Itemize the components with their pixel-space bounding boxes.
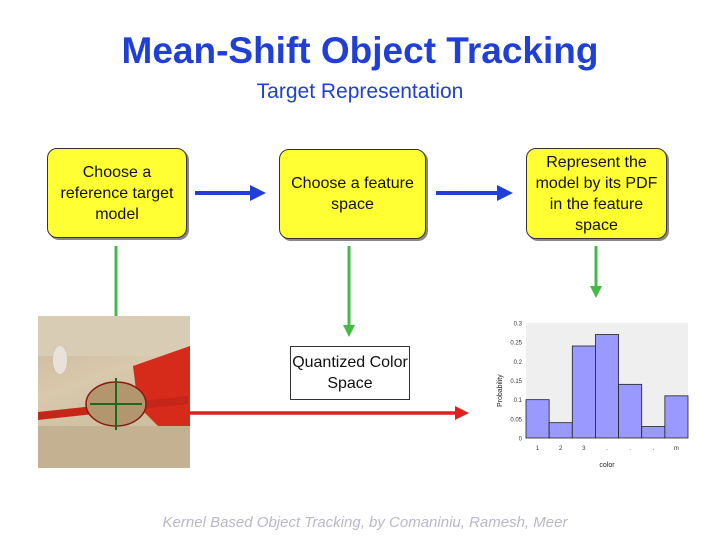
- credit-footer: Kernel Based Object Tracking, by Comanin…: [0, 514, 720, 531]
- step-box-feature-space: Choose a feature space: [279, 149, 426, 239]
- quantized-color-space-box: Quantized Color Space: [290, 346, 410, 400]
- chart-x-tick-label: 2: [559, 446, 563, 452]
- chart-y-axis-label: Probability: [497, 374, 504, 407]
- chart-y-tick-label: 0.2: [514, 360, 523, 366]
- chart-y-tick-label: 0.1: [514, 398, 523, 404]
- histogram-bar: [526, 400, 549, 438]
- step-box-reference-model: Choose a reference target model: [47, 148, 187, 238]
- chart-x-tick-label: 3: [582, 446, 586, 452]
- histogram-bar: [619, 384, 642, 438]
- chart-y-tick-label: 0: [519, 437, 523, 443]
- chart-y-tick-label: 0.05: [510, 417, 522, 423]
- step-box-pdf: Represent the model by its PDF in the fe…: [526, 148, 667, 239]
- histogram-bar: [549, 423, 572, 438]
- chart-x-tick-label: .: [652, 446, 654, 452]
- chart-x-ticks: 1 2 3... m: [536, 446, 679, 452]
- histogram-bar: [572, 346, 595, 438]
- histogram-chart: 0 0.05 0.1 0.15 0.2 0.25 0.3 1 2 3... m Probabili…: [480, 315, 695, 475]
- chart-y-tick-label: 0.3: [514, 322, 523, 328]
- chart-x-tick-label: m: [674, 446, 679, 452]
- target-photo-illustration: [38, 316, 190, 468]
- chart-y-tick-label: 0.15: [510, 379, 522, 385]
- histogram-bar: [595, 335, 618, 439]
- target-photo: [38, 316, 190, 468]
- chart-y-tick-label: 0.25: [510, 341, 522, 347]
- histogram-bar: [665, 396, 688, 438]
- chart-x-axis-label: color: [599, 462, 615, 469]
- histogram-bar: [642, 427, 665, 439]
- chart-x-tick-label: .: [629, 446, 631, 452]
- chart-y-ticks: 0 0.05 0.1 0.15 0.2 0.25 0.3: [510, 322, 522, 443]
- chart-x-tick-label: 1: [536, 446, 540, 452]
- chart-x-tick-label: .: [606, 446, 608, 452]
